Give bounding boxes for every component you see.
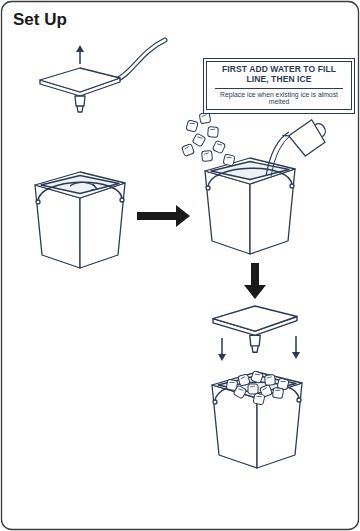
step-one: [35, 40, 165, 268]
step-arrow: [137, 205, 190, 227]
instruction-text: FIRST ADD WATER TO FILL LINE, THEN ICE: [211, 65, 347, 85]
callout-inner: FIRST ADD WATER TO FILL LINE, THEN ICE Re…: [206, 61, 352, 110]
step-two: [182, 112, 332, 254]
note-text: Replace ice when existing ice is almost …: [215, 88, 343, 107]
callout-box: FIRST ADD WATER TO FILL LINE, THEN ICE Re…: [203, 58, 355, 114]
step-arrow: [244, 263, 266, 299]
panel-title: Set Up: [13, 10, 67, 30]
step-three: [212, 306, 302, 468]
